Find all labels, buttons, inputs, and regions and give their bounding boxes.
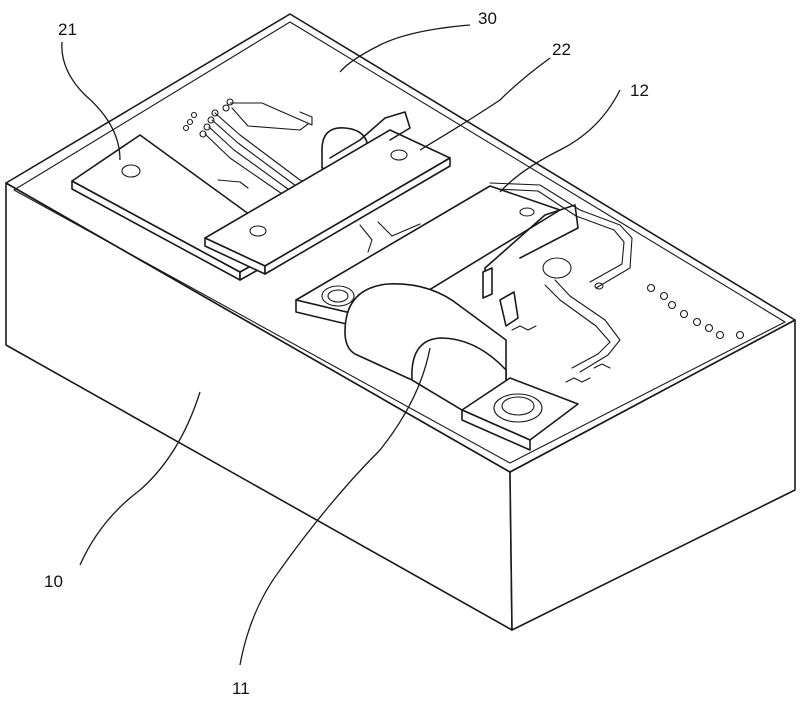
pin <box>226 98 234 106</box>
left-plate-hole <box>121 164 141 178</box>
trace <box>359 224 373 253</box>
lug-hole <box>493 393 543 423</box>
leader-21 <box>61 41 121 161</box>
solder-pad <box>594 282 604 290</box>
pcb-markings <box>511 325 611 383</box>
tab-terminal <box>482 267 493 299</box>
left-plate-marking <box>217 179 249 189</box>
terminal-dot <box>659 291 669 301</box>
label-12: 12 <box>630 81 649 100</box>
trace <box>495 188 625 283</box>
bridge-plate <box>204 111 451 275</box>
terminal-dot <box>646 283 656 293</box>
marking <box>511 325 537 331</box>
terminal-dot <box>679 309 689 319</box>
pin <box>222 104 230 112</box>
pin <box>207 116 215 124</box>
label-22: 22 <box>552 40 571 59</box>
leader-10 <box>79 391 201 566</box>
board-hole-inner <box>327 289 349 303</box>
pin <box>203 123 211 131</box>
bridge-hole <box>249 225 267 237</box>
label-21: 21 <box>58 20 77 39</box>
bridge-plate-front <box>264 157 451 275</box>
board-hole <box>519 207 535 217</box>
trace <box>489 182 633 289</box>
marking <box>565 377 591 383</box>
box-top-inner-rim <box>13 21 786 464</box>
trace <box>229 102 313 126</box>
leader-lines <box>61 24 621 666</box>
cylinder <box>344 283 579 451</box>
pin <box>186 118 194 126</box>
pin <box>190 111 198 119</box>
trace <box>554 279 621 373</box>
marking <box>593 363 611 369</box>
leader-11 <box>239 347 431 666</box>
terminal-dot <box>692 317 702 327</box>
terminal-dot <box>715 330 725 340</box>
bridge-bracket <box>329 111 411 159</box>
leader-30 <box>339 24 471 73</box>
terminal-dot <box>667 300 677 310</box>
board-hole <box>321 285 355 307</box>
leader-12 <box>499 89 621 193</box>
label-10: 10 <box>44 572 63 591</box>
bridge-hole <box>390 149 408 161</box>
trace <box>377 221 421 237</box>
tab-terminal <box>499 291 519 327</box>
lug-plate-side <box>461 409 531 451</box>
connector-pins <box>182 98 234 138</box>
trace <box>231 107 309 131</box>
solder-pad <box>542 257 572 279</box>
leader-22 <box>419 57 551 151</box>
pin <box>182 124 190 132</box>
pin <box>199 130 207 138</box>
label-11: 11 <box>232 679 250 698</box>
trace <box>544 284 611 369</box>
pin <box>211 109 219 117</box>
terminal-dot <box>735 330 745 340</box>
lug-hole-inner <box>501 396 535 416</box>
terminal-dot <box>704 323 714 333</box>
terminal-dots <box>646 283 745 340</box>
label-30: 30 <box>478 9 497 28</box>
